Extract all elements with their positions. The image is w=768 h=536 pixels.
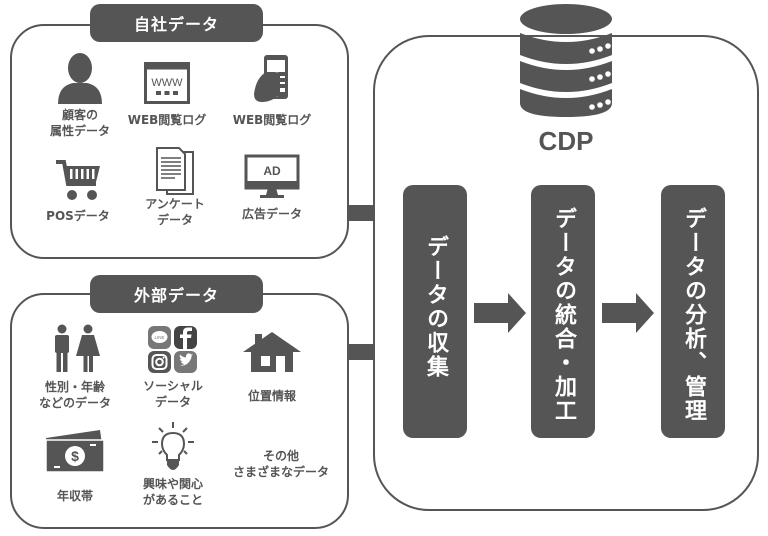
own-data-item-label: 顧客の 属性データ <box>49 108 110 138</box>
external-data-item-other: その他 さまざまなデータ <box>222 445 340 480</box>
own-data-item-label: WEB閲覧ログ <box>232 113 312 127</box>
lightbulb-icon <box>123 418 223 474</box>
own-data-item-label: アンケート データ <box>145 197 205 227</box>
external-data-item-location: 位置情報 <box>222 318 322 404</box>
own-data-item-label: POSデータ <box>46 209 110 223</box>
own-data-title: 自社データ <box>90 4 263 42</box>
web-browser-icon: WWW <box>117 48 217 104</box>
external-data-title: 外部データ <box>90 275 263 313</box>
shopping-cart-icon <box>28 146 128 202</box>
own-data-item-ad: AD 広告データ <box>222 144 322 222</box>
own-data-title-text: 自社データ <box>133 15 219 34</box>
own-data-item-pos: POSデータ <box>28 146 128 224</box>
arrow-integration-to-analysis <box>602 293 654 333</box>
own-data-item-label: WEB閲覧ログ <box>127 113 207 127</box>
smartphone-icon <box>222 48 322 104</box>
own-data-item-mobile-log: WEB閲覧ログ <box>222 48 322 128</box>
stage-collection-label: データの収集 <box>423 235 448 379</box>
own-data-item-survey: アンケート データ <box>125 140 225 228</box>
house-icon <box>222 318 322 374</box>
dollar-text: $ <box>71 448 79 464</box>
document-icon <box>125 140 225 196</box>
external-data-item-interests: 興味や関心 があること <box>123 418 223 508</box>
external-data-item-label: 年収帯 <box>56 489 93 503</box>
money-icon: $ <box>25 418 125 474</box>
own-data-item-customer-attributes: 顧客の 属性データ <box>30 48 130 139</box>
external-data-item-gender-age: 性別・年齢 などのデータ <box>25 318 125 411</box>
person-icon <box>30 48 130 104</box>
external-data-item-social: LINE ソーシャル データ <box>123 318 223 410</box>
database-icon <box>518 3 614 123</box>
www-text: WWW <box>151 77 183 89</box>
stage-analysis: データの分析、管理 <box>661 185 725 438</box>
stage-analysis-label: データの分析、管理 <box>681 207 706 423</box>
stage-collection: データの収集 <box>403 185 467 438</box>
own-data-item-web-log: WWW WEB閲覧ログ <box>117 48 217 128</box>
external-data-item-label: 位置情報 <box>247 389 296 403</box>
external-data-item-income: $ 年収帯 <box>25 418 125 504</box>
line-text: LINE <box>154 335 164 340</box>
external-data-item-label: ソーシャル データ <box>143 379 203 409</box>
social-media-icon: LINE <box>123 318 223 374</box>
man-woman-icon <box>25 318 125 374</box>
external-data-item-label: 興味や関心 があること <box>142 477 203 507</box>
external-data-title-text: 外部データ <box>133 286 219 305</box>
cdp-title: CDP <box>538 126 594 156</box>
stage-integration: データの統合・加工 <box>531 185 595 438</box>
arrow-collection-to-integration <box>474 293 526 333</box>
external-data-item-label: その他 さまざまなデータ <box>232 449 329 479</box>
own-data-item-label: 広告データ <box>241 207 302 221</box>
ad-text: AD <box>263 164 281 178</box>
stage-integration-label: データの統合・加工 <box>551 207 576 423</box>
external-data-item-label: 性別・年齢 などのデータ <box>38 380 111 410</box>
monitor-ad-icon: AD <box>222 144 322 200</box>
